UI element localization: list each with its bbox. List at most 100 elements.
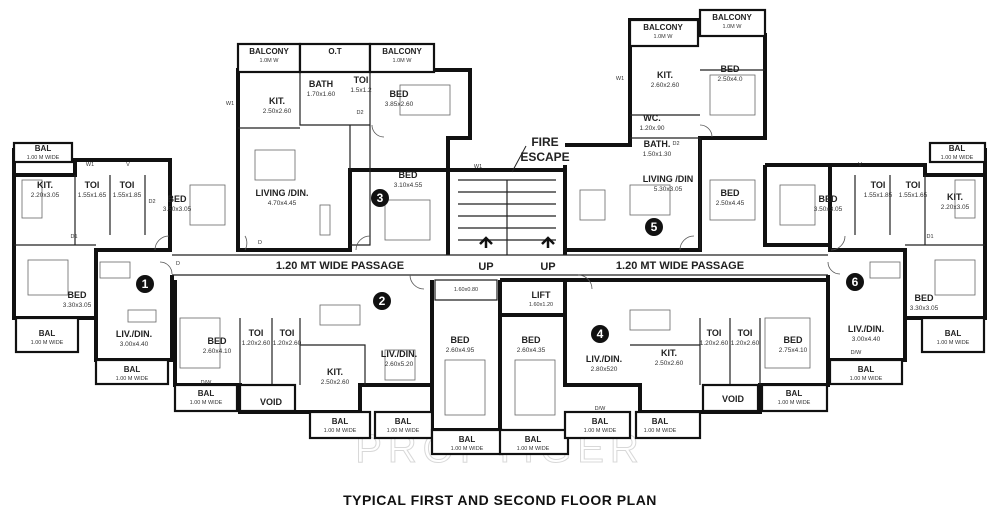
door-window-codes: D1 D2 W1 V W1 D D2 W1 D/W D/W W1 D2 V D1… — [70, 76, 933, 412]
room-name-u2-bed-b: BED — [450, 335, 470, 345]
room-dim-u5-balc-b: 1.0M W — [723, 24, 743, 30]
room-dim-u5-bed-a: 2.50x4.0 — [718, 76, 743, 83]
lift-label: LIFT — [532, 290, 551, 300]
room-dim-u3-toi: 1.5x1.2 — [350, 87, 372, 94]
void-label-left: VOID — [260, 397, 283, 407]
room-dim-u1-toi-a: 1.55x1.65 — [78, 192, 107, 199]
up-label-right: UP — [540, 261, 555, 273]
room-dim-u5-bath: 1.50x1.30 — [643, 151, 672, 158]
room-dim-u4-bed-b: 2.75x4.10 — [779, 347, 808, 354]
room-dim-u6-liv: 3.00x4.40 — [852, 336, 881, 343]
room-dim-u6-bal-top: 1.00 M WIDE — [941, 155, 974, 161]
room-name-u5-kit: KIT. — [657, 70, 673, 80]
room-name-u6-bed-b: BED — [914, 293, 934, 303]
fire-escape-label-1: FIRE — [531, 135, 558, 149]
room-name-u6-kit: KIT. — [947, 192, 963, 202]
vent-code: V — [858, 162, 862, 168]
room-dim-u6-bal-b: 1.00 M WIDE — [850, 376, 883, 382]
room-name-u5-balc-b: BALCONY — [712, 13, 752, 22]
room-dim-u5-kit: 2.60x2.60 — [651, 82, 680, 89]
room-name-u6-bal-b: BAL — [858, 365, 875, 374]
room-name-u2-bed: BED — [207, 336, 227, 346]
passage-label-left: 1.20 MT WIDE PASSAGE — [276, 260, 404, 272]
furniture — [21, 74, 976, 416]
room-name-u3-liv: LIVING /DIN. — [255, 188, 308, 198]
room-dim-u1-kit: 2.20x3.05 — [31, 192, 60, 199]
room-dim-u6-bal-a: 1.00 M WIDE — [937, 340, 970, 346]
unit-number-3: 3 — [377, 191, 384, 205]
room-name-u6-bal-top: BAL — [949, 144, 966, 153]
room-dim-u4-bal-c: 1.00 M WIDE — [644, 428, 677, 434]
room-name-u6-toi-b: TOI — [906, 180, 921, 190]
room-dim-u4-liv: 2.80x520 — [591, 366, 618, 373]
door-code: D2 — [672, 141, 679, 147]
room-name-u2-toi-b: TOI — [280, 328, 295, 338]
void-label-right: VOID — [722, 394, 745, 404]
unit-number-2: 2 — [379, 294, 386, 308]
room-name-u1-liv: LIV./DIN. — [116, 329, 152, 339]
room-name-u3-toi: TOI — [354, 75, 369, 85]
room-name-u4-toi-a: TOI — [707, 328, 722, 338]
room-dim-u3-kit: 2.50x2.60 — [263, 108, 292, 115]
room-name-u2-bal-a: BAL — [198, 389, 215, 398]
lift-dim: 1.60x1.20 — [529, 302, 553, 308]
room-dim-u2-kit: 2.50x2.60 — [321, 379, 350, 386]
room-name-u3-bath: BATH — [309, 79, 333, 89]
room-name-u2-toi-a: TOI — [249, 328, 264, 338]
room-name-u5-wc: WC. — [643, 113, 661, 123]
door-window-code: D/W — [201, 380, 213, 386]
room-name-u5-bath: BATH. — [644, 139, 671, 149]
door-code: D2 — [148, 199, 155, 205]
room-dim-u2-bal-c: 1.00 M WIDE — [387, 428, 420, 434]
room-dim-u1-toi-b: 1.55x1.85 — [113, 192, 142, 199]
room-name-u5-bed-a: BED — [720, 64, 740, 74]
room-name-u5-balc-a: BALCONY — [643, 23, 683, 32]
room-name-u6-bed-a: BED — [818, 194, 838, 204]
room-dim-u4-toi-b: 1.20x2.60 — [731, 340, 760, 347]
room-name-u3-bed-a: BED — [389, 89, 409, 99]
door-code: D — [258, 240, 262, 246]
unit-number-4: 4 — [597, 327, 604, 341]
room-dim-u2-liv: 2.60x5.20 — [385, 361, 414, 368]
room-dim-u4-toi-a: 1.20x2.60 — [700, 340, 729, 347]
room-dim-u3-bath: 1.70x1.60 — [307, 91, 336, 98]
unit-marker-circle — [645, 218, 663, 236]
vent-code: V — [126, 162, 130, 168]
door-code: D2 — [356, 110, 363, 116]
room-dim-u4-kit: 2.50x2.60 — [655, 360, 684, 367]
room-name-u1-bed-a: BED — [167, 194, 187, 204]
room-dim-u6-bed-b: 3.30x3.05 — [910, 305, 939, 312]
room-dim-u5-wc: 1.20x.90 — [640, 125, 665, 132]
room-name-u1-toi-b: TOI — [120, 180, 135, 190]
up-arrow-icon — [541, 236, 555, 248]
room-name-u3-kit: KIT. — [269, 96, 285, 106]
room-dim-u2-bed: 2.60x4.10 — [203, 348, 232, 355]
window-code: W1 — [474, 164, 482, 170]
room-name-u5-liv: LIVING /DIN — [643, 174, 694, 184]
room-dim-u6-bed-a: 3.50x3.05 — [814, 206, 843, 213]
door-window-code: D/W — [595, 406, 607, 412]
unit-marker-circle — [846, 273, 864, 291]
room-name-u1-bal-b: BAL — [124, 365, 141, 374]
passage-label-right: 1.20 MT WIDE PASSAGE — [616, 260, 744, 272]
room-dim-u4-bal-b: 1.00 M WIDE — [584, 428, 617, 434]
room-dim-u6-toi-a: 1.55x1.85 — [864, 192, 893, 199]
window-code: W1 — [616, 76, 624, 82]
room-name-u4-bed: BED — [521, 335, 541, 345]
window-code: W1 — [226, 101, 234, 107]
room-dim-u1-bal-a: 1.00 M WIDE — [31, 340, 64, 346]
unit-number-5: 5 — [651, 220, 658, 234]
window-code: W1 — [86, 162, 94, 168]
room-dim-u1-bed-b: 3.30x3.05 — [63, 302, 92, 309]
door-code: D — [176, 261, 180, 267]
room-name-u4-bal-a: BAL — [525, 435, 542, 444]
room-dim-u2-bal-d: 1.00 M WIDE — [451, 446, 484, 452]
room-name-u3-balc-a: BALCONY — [249, 47, 289, 56]
unit-number-6: 6 — [852, 275, 859, 289]
room-name-u2-kit: KIT. — [327, 367, 343, 377]
room-name-u4-toi-b: TOI — [738, 328, 753, 338]
room-name-u6-toi-a: TOI — [871, 180, 886, 190]
